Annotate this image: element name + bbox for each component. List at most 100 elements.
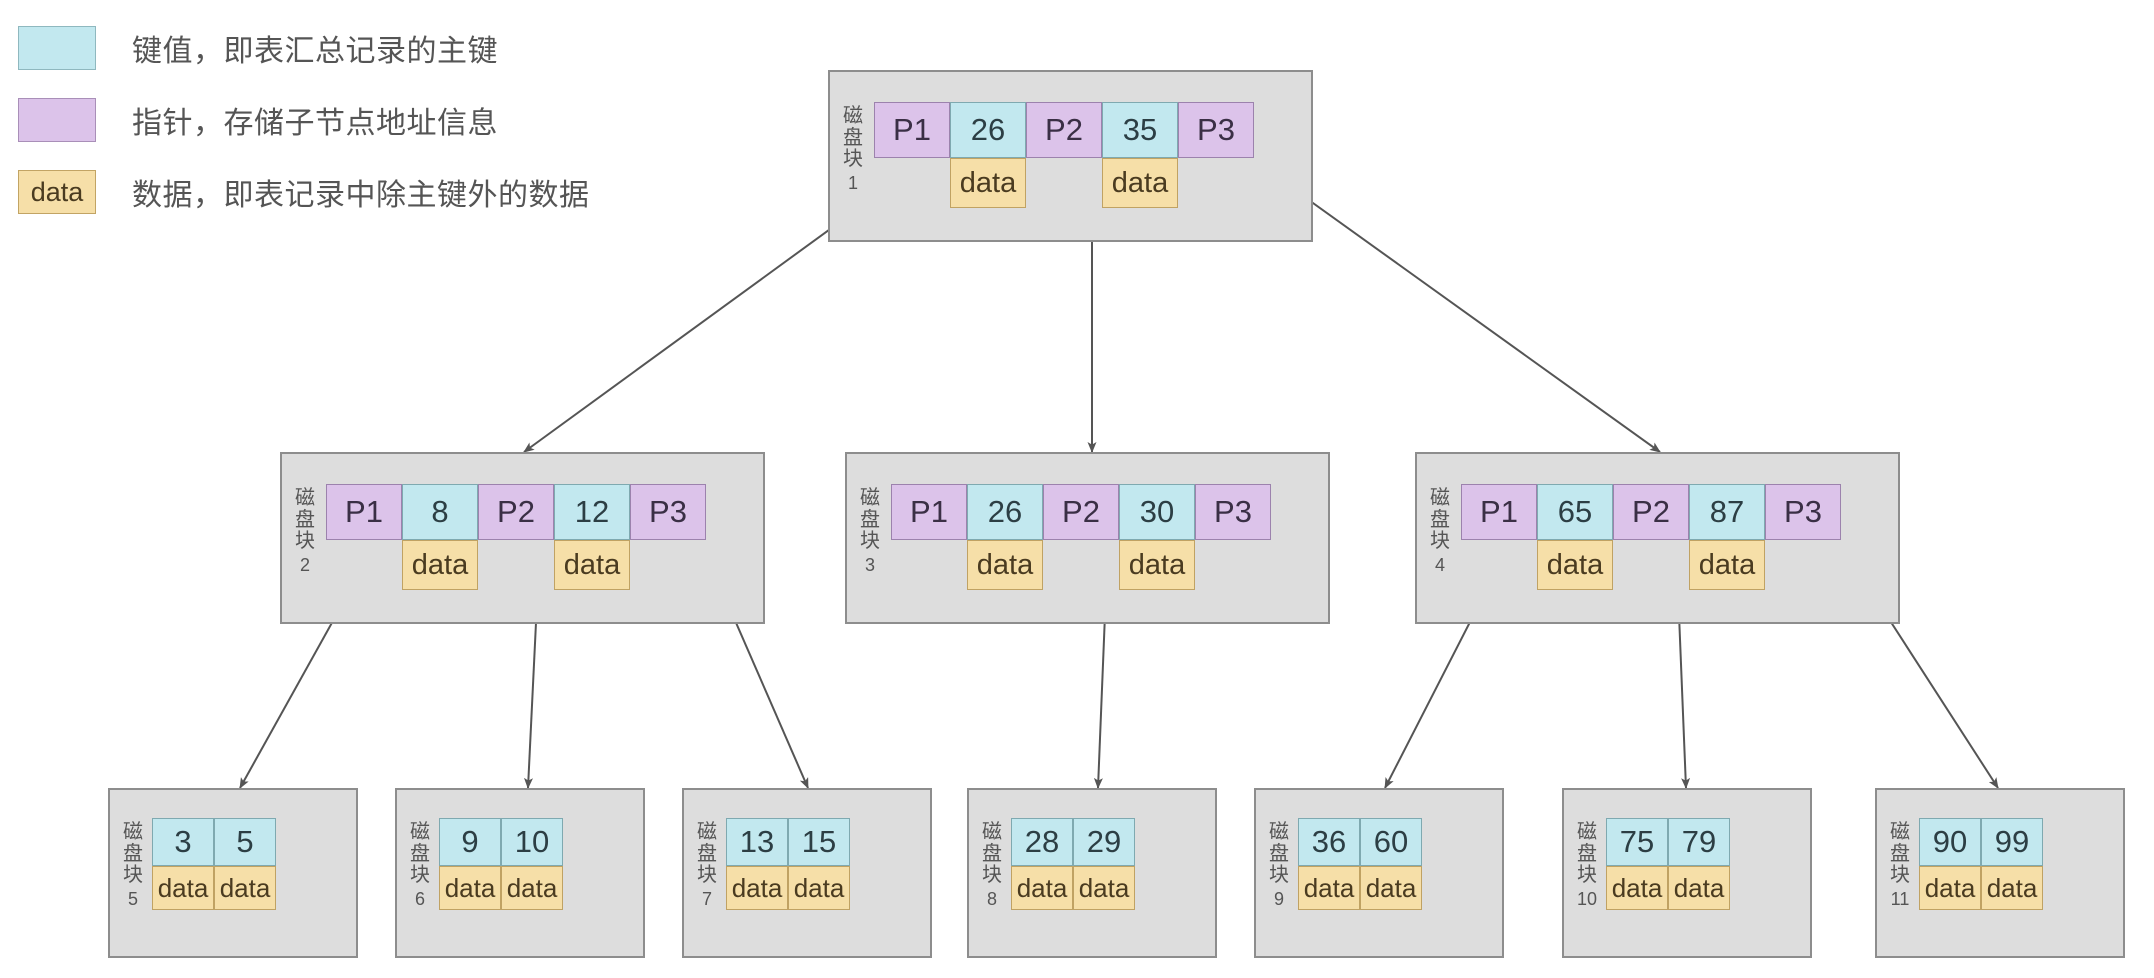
key-cell-4-1[interactable]: 65 bbox=[1537, 484, 1613, 540]
data-cell-3-3: data bbox=[1119, 540, 1195, 590]
cell-column: P3 bbox=[630, 484, 706, 540]
disk-block-number-9: 9 bbox=[1273, 888, 1284, 909]
key-cell-8-0[interactable]: 28 bbox=[1011, 818, 1073, 866]
pointer-cell-3-0[interactable]: P1 bbox=[891, 484, 967, 540]
key-cell-6-0[interactable]: 9 bbox=[439, 818, 501, 866]
data-cell-11-1: data bbox=[1981, 866, 2043, 910]
legend-item-pointer: 指针，存储子节点地址信息 bbox=[18, 92, 658, 148]
pointer-cell-1-0[interactable]: P1 bbox=[874, 102, 950, 158]
pointer-cell-4-4[interactable]: P3 bbox=[1765, 484, 1841, 540]
key-cell-2-3[interactable]: 12 bbox=[554, 484, 630, 540]
pointer-cell-1-2[interactable]: P2 bbox=[1026, 102, 1102, 158]
disk-block-number-4: 4 bbox=[1434, 554, 1445, 575]
data-cell-6-0: data bbox=[439, 866, 501, 910]
pointer-cell-3-4[interactable]: P3 bbox=[1195, 484, 1271, 540]
key-cell-7-1[interactable]: 15 bbox=[788, 818, 850, 866]
key-cell-8-1[interactable]: 29 bbox=[1073, 818, 1135, 866]
cell-column: P3 bbox=[1195, 484, 1271, 540]
key-cell-3-1[interactable]: 26 bbox=[967, 484, 1043, 540]
disk-block-number-6: 6 bbox=[414, 888, 425, 909]
key-cell-10-1[interactable]: 79 bbox=[1668, 818, 1730, 866]
pointer-cell-4-2[interactable]: P2 bbox=[1613, 484, 1689, 540]
key-cell-11-1[interactable]: 99 bbox=[1981, 818, 2043, 866]
pointer-cell-4-0[interactable]: P1 bbox=[1461, 484, 1537, 540]
data-cell-2-3: data bbox=[554, 540, 630, 590]
legend-swatch-pointer bbox=[18, 98, 96, 142]
data-cell-5-1: data bbox=[214, 866, 276, 910]
pointer-cell-3-2[interactable]: P2 bbox=[1043, 484, 1119, 540]
pointer-cell-2-4[interactable]: P3 bbox=[630, 484, 706, 540]
pointer-cell-2-0[interactable]: P1 bbox=[326, 484, 402, 540]
data-cell-8-0: data bbox=[1011, 866, 1073, 910]
disk-block-number-10: 10 bbox=[1576, 888, 1598, 909]
data-cell-10-1: data bbox=[1668, 866, 1730, 910]
key-cell-10-0[interactable]: 75 bbox=[1606, 818, 1668, 866]
cell-column: P2 bbox=[1043, 484, 1119, 540]
disk-block-number-7: 7 bbox=[701, 888, 712, 909]
key-cell-5-0[interactable]: 3 bbox=[152, 818, 214, 866]
data-cell-3-1: data bbox=[967, 540, 1043, 590]
data-cell-9-1: data bbox=[1360, 866, 1422, 910]
key-cell-9-0[interactable]: 36 bbox=[1298, 818, 1360, 866]
data-cell-4-1: data bbox=[1537, 540, 1613, 590]
pointer-cell-2-2[interactable]: P2 bbox=[478, 484, 554, 540]
cell-column: P2 bbox=[478, 484, 554, 540]
data-cell-8-1: data bbox=[1073, 866, 1135, 910]
key-cell-1-1[interactable]: 26 bbox=[950, 102, 1026, 158]
legend-swatch-key bbox=[18, 26, 96, 70]
key-cell-2-1[interactable]: 8 bbox=[402, 484, 478, 540]
cell-column: P1 bbox=[326, 484, 402, 540]
key-cell-9-1[interactable]: 60 bbox=[1360, 818, 1422, 866]
disk-block-number-5: 5 bbox=[127, 888, 138, 909]
legend-item-data: data 数据，即表记录中除主键外的数据 bbox=[18, 164, 658, 220]
data-cell-7-1: data bbox=[788, 866, 850, 910]
cell-column: P1 bbox=[1461, 484, 1537, 540]
key-cell-4-3[interactable]: 87 bbox=[1689, 484, 1765, 540]
key-cell-7-0[interactable]: 13 bbox=[726, 818, 788, 866]
edge-1-P3-to-4 bbox=[1252, 159, 1661, 453]
disk-block-number-1: 1 bbox=[847, 172, 858, 193]
key-cell-6-1[interactable]: 10 bbox=[501, 818, 563, 866]
key-cell-5-1[interactable]: 5 bbox=[214, 818, 276, 866]
key-cell-1-3[interactable]: 35 bbox=[1102, 102, 1178, 158]
key-cell-11-0[interactable]: 90 bbox=[1919, 818, 1981, 866]
disk-block-number-11: 11 bbox=[1890, 888, 1910, 909]
legend-label-pointer: 指针，存储子节点地址信息 bbox=[132, 107, 498, 140]
legend-item-key: 键值，即表汇总记录的主键 bbox=[18, 20, 658, 76]
key-cell-3-3[interactable]: 30 bbox=[1119, 484, 1195, 540]
pointer-cell-1-4[interactable]: P3 bbox=[1178, 102, 1254, 158]
